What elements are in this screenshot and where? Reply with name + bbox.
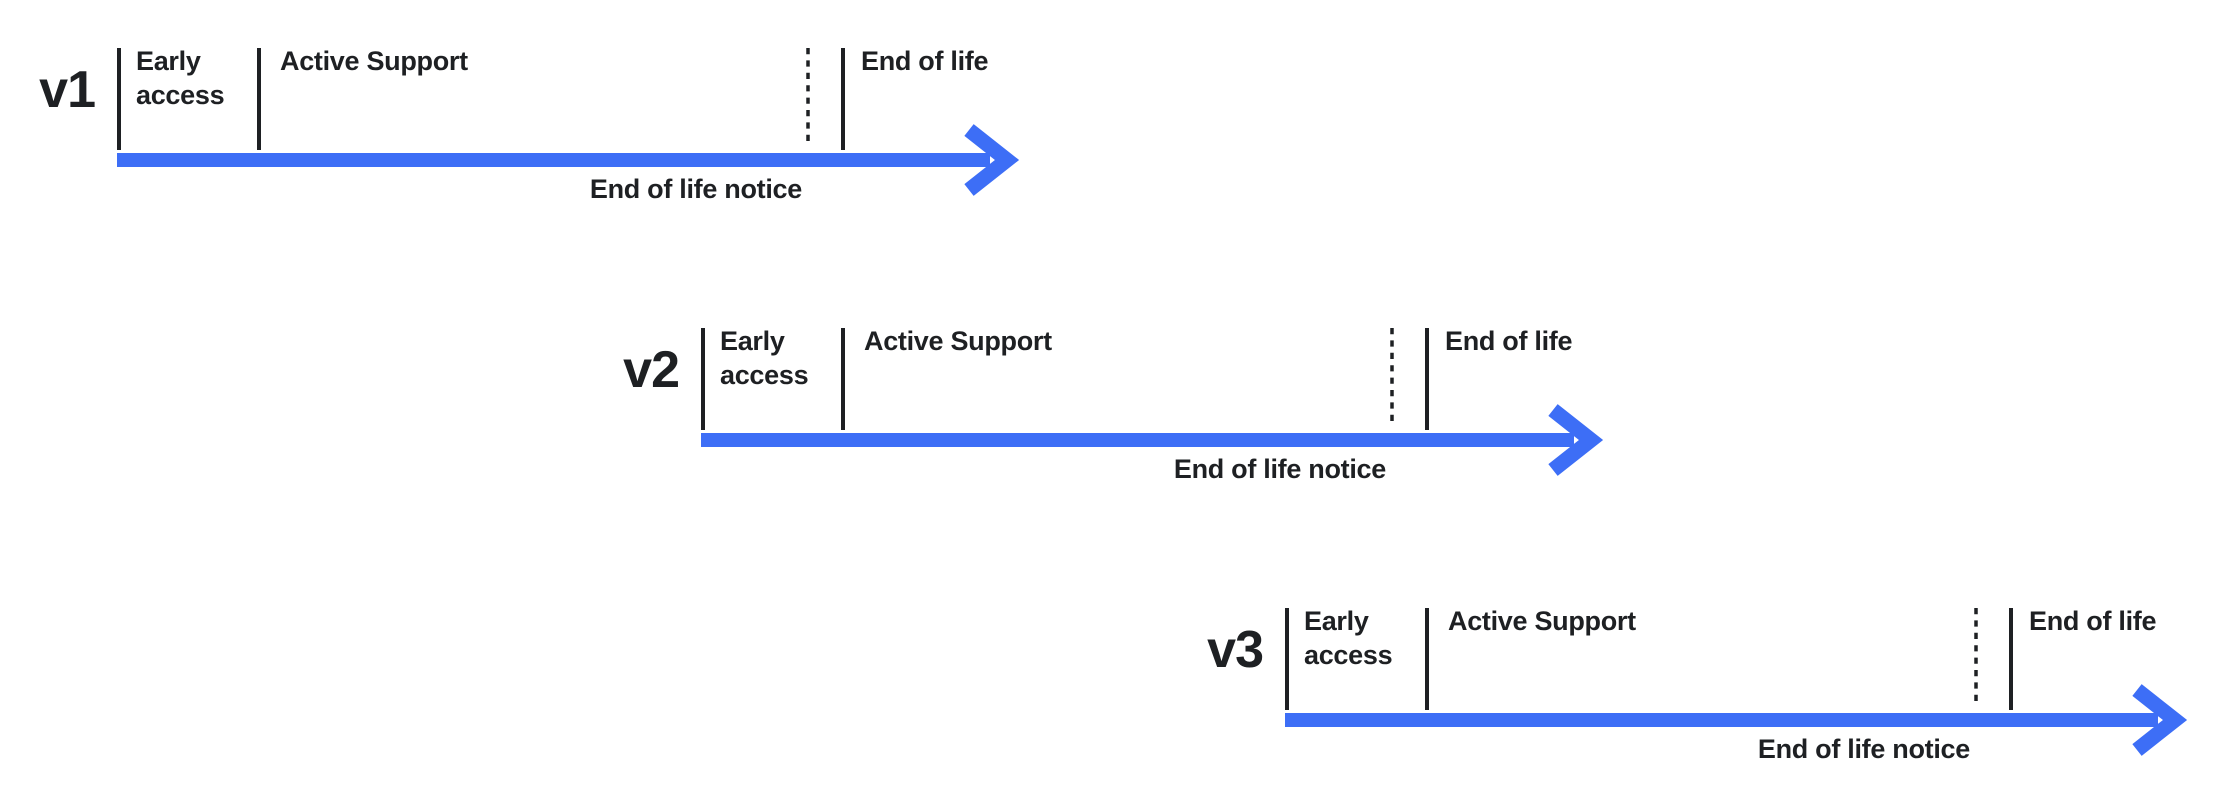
version-label: v2 — [623, 341, 680, 399]
early-access-label: Early access — [136, 46, 225, 110]
end-of-life-notice-label: End of life notice — [1757, 734, 1970, 764]
timeline-arrow-head-icon — [964, 124, 1020, 196]
timeline-arrow-head-icon — [2132, 684, 2188, 756]
end-of-life-notice-label: End of life notice — [589, 174, 802, 204]
timeline-graphic — [117, 48, 1020, 196]
early-access-label: Early access — [720, 326, 809, 390]
end-of-life-label: End of life — [2029, 606, 2157, 636]
end-of-life-label: End of life — [861, 46, 989, 76]
timeline-arrow-head-icon — [1548, 404, 1604, 476]
early-access-label: Early access — [1304, 606, 1393, 670]
timeline-graphic — [1285, 608, 2188, 756]
end-of-life-notice-label: End of life notice — [1173, 454, 1386, 484]
active-support-label: Active Support — [1448, 606, 1636, 636]
active-support-label: Active Support — [864, 326, 1052, 356]
timeline-row-v1: v1 Early access Active Support End of li… — [0, 0, 1060, 230]
version-label: v1 — [39, 61, 96, 119]
end-of-life-label: End of life — [1445, 326, 1573, 356]
version-label: v3 — [1207, 621, 1264, 679]
timeline-row-v2: v2 Early access Active Support End of li… — [584, 280, 1644, 510]
timeline-row-v3: v3 Early access Active Support End of li… — [1168, 560, 2228, 790]
active-support-label: Active Support — [280, 46, 468, 76]
timeline-graphic — [701, 328, 1604, 476]
